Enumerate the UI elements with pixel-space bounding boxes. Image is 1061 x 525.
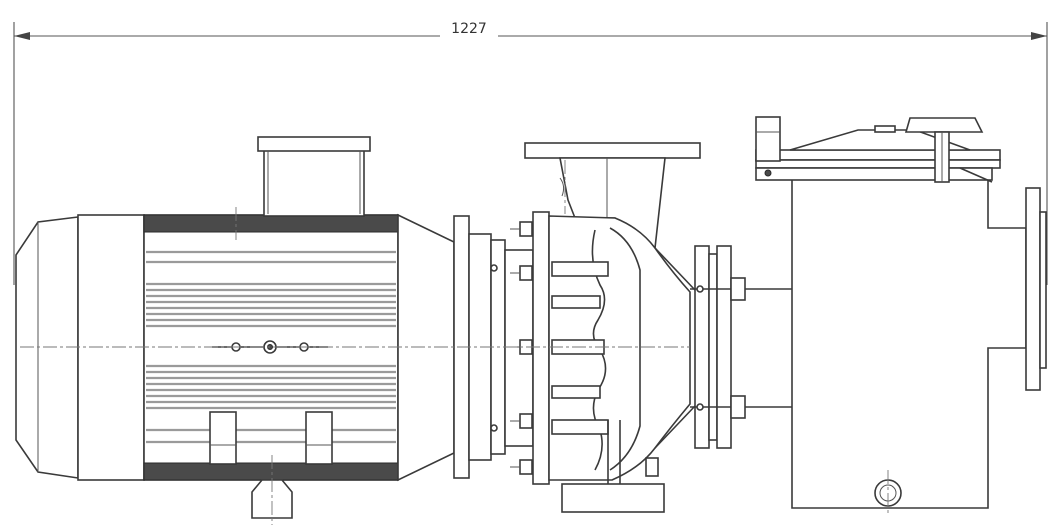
motor-foot-right [305,411,333,465]
outlet-flange [1025,187,1041,391]
motor-bottom-band [143,462,399,481]
adapter-flange [453,211,550,485]
motor-fan-cover [15,216,79,479]
motor-end-shield [77,214,145,481]
motor-terminal-box [257,136,371,217]
overall-length-label: 1227 [451,21,487,37]
motor-top-band [143,214,399,233]
suction-flange-pair [690,245,746,449]
strainer-lid-plate [755,149,1001,161]
motor-drain-plug [251,479,293,519]
lid-hinge [755,116,781,162]
volute-vanes [551,261,609,435]
motor-drive-end-cone [397,213,455,482]
strainer-body [791,177,1027,509]
casing-foot [561,483,665,513]
overall-length-dimension: 1227 [13,20,1048,285]
volute-body [548,215,691,481]
pump-casing [524,142,701,513]
strainer-housing [745,116,1047,509]
lid-clamp-handle [874,117,984,183]
motor-cooling-fins [146,250,396,444]
electric-motor [15,136,455,519]
center-lines [20,160,889,525]
motor-foot-left [209,411,237,465]
discharge-flange [524,142,701,159]
